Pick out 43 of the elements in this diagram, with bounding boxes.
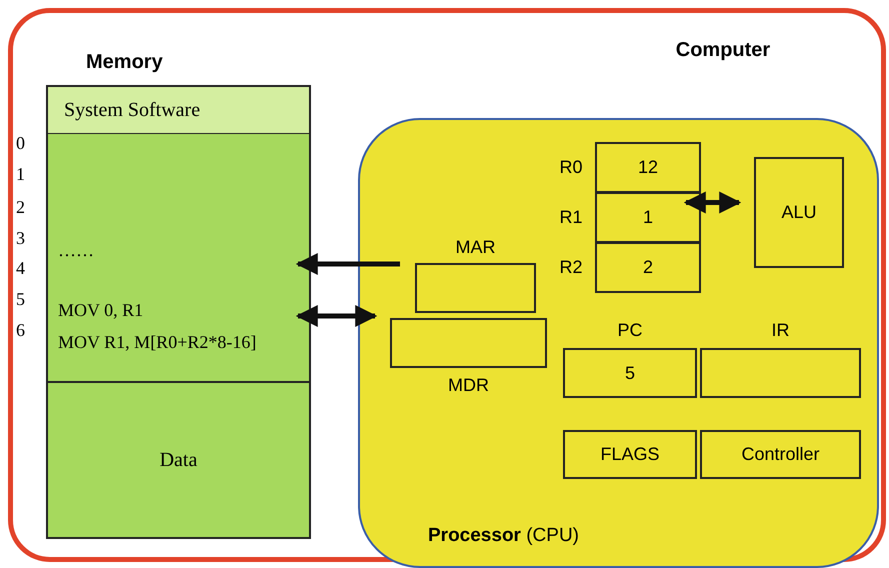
register-box [595,192,701,243]
heading: Memory [86,51,164,74]
box-label: ALU [781,202,816,223]
register-box [595,142,701,193]
box-label: Controller [741,444,820,465]
code-line: MOV 0, R1 [58,300,144,321]
unit-box [563,430,697,479]
code-line: MOV R1, M[R0+R2*8-16] [58,332,256,353]
processor-panel [358,118,879,568]
memory-section [46,85,311,135]
address-label: 0 [16,133,25,154]
address-label: 5 [16,289,25,310]
box-label: 1 [642,207,653,228]
code-line: …… [58,240,94,261]
register-label: IR [770,320,790,341]
heading: Computer [674,39,772,62]
register-name: R0 [558,156,584,179]
processor-label: Processor (CPU) [428,525,580,547]
memory-section [46,381,311,539]
register-name: R2 [558,256,584,279]
box-label: 12 [638,157,658,178]
arrow [684,192,742,214]
register-label: PC [616,320,644,341]
unit-box [700,430,861,479]
address-label: 6 [16,320,25,341]
section-label: System Software [63,98,200,122]
address-label: 1 [16,164,25,185]
address-label: 2 [16,197,25,218]
section-label: Data [160,448,198,472]
register-label: MDR [447,375,490,396]
box-label: FLAGS [600,444,660,465]
arrow [296,253,400,275]
unit-box [754,157,844,268]
register-box [595,242,701,293]
address-label: 4 [16,258,25,279]
address-label: 3 [16,228,25,249]
register-value: 5 [624,362,635,384]
memory-section [46,134,311,382]
register-label: MAR [454,237,496,258]
arrow [296,305,378,327]
register-name: R1 [558,206,584,229]
box-label: 2 [642,257,653,278]
register-group [563,320,697,398]
